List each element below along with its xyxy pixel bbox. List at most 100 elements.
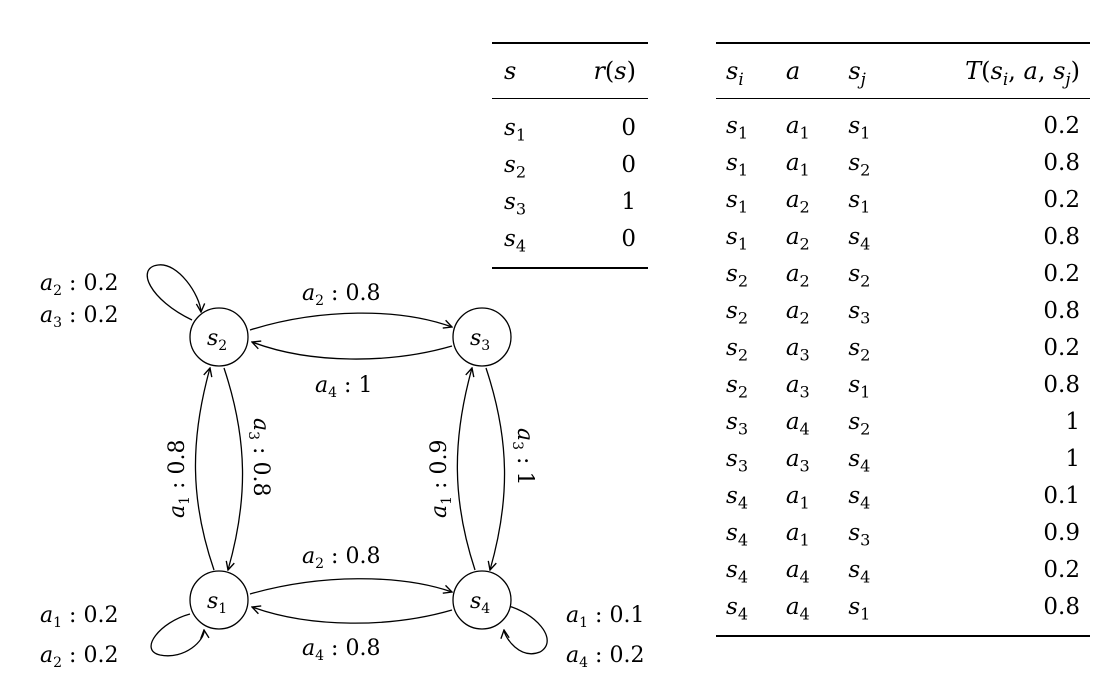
node-s2: s2	[189, 307, 249, 367]
transition-row: s3 a3 s4 1	[716, 440, 1090, 477]
transition-a-cell: a4	[785, 556, 810, 587]
label-s4-s3: a1 : 0.9	[427, 440, 455, 518]
transition-prob-cell: 1	[1065, 445, 1080, 472]
reward-state-cell: s1	[504, 114, 527, 145]
transition-row: s4 a1 s3 0.9	[716, 514, 1090, 551]
label-s4-loop-b: a4 : 0.2	[566, 643, 644, 671]
transition-prob-cell: 0.2	[1043, 112, 1080, 139]
label-s3-s4: a3 : 1	[509, 428, 537, 485]
transition-sj-cell: s3	[848, 297, 871, 328]
transition-prob-cell: 0.8	[1043, 223, 1080, 250]
transition-sj-cell: s1	[848, 186, 871, 217]
transition-row: s2 a2 s2 0.2	[716, 255, 1090, 292]
transition-prob-cell: 1	[1065, 408, 1080, 435]
transition-prob-cell: 0.8	[1043, 297, 1080, 324]
node-s1: s1	[189, 570, 249, 630]
transition-table-body: s1 a1 s1 0.2 s1 a1 s2 0.8 s1 a2 s1 0.2 s1 a2 s4 0.8 s2 a2…	[716, 99, 1090, 637]
transition-prob-cell: 0.2	[1043, 556, 1080, 583]
transition-prob-cell: 0.8	[1043, 371, 1080, 398]
transition-si-cell: s3	[726, 408, 749, 439]
edge-s4-s3	[456, 368, 476, 571]
node-s4-label: 4	[481, 601, 490, 617]
label-s1-s4: a2 : 0.8	[302, 544, 380, 572]
transition-si-cell: s1	[726, 112, 749, 143]
transition-a-cell: a4	[785, 408, 810, 439]
transition-si-cell: s2	[726, 260, 749, 291]
node-s2-label: 2	[218, 338, 227, 354]
label-s4-s1: a4 : 0.8	[302, 636, 380, 664]
transition-a-cell: a2	[785, 186, 810, 217]
transition-a-cell: a1	[785, 482, 810, 513]
trans-col-t-header: T(si, a, sj)	[898, 42, 1090, 99]
transition-sj-cell: s4	[848, 445, 871, 476]
transition-a-cell: a4	[785, 593, 810, 624]
transition-sj-cell: s2	[848, 260, 871, 291]
transition-a-cell: a1	[785, 149, 810, 180]
transition-sj-cell: s3	[848, 519, 871, 550]
transition-a-cell: a2	[785, 297, 810, 328]
s2-self-loop	[146, 264, 201, 321]
edge-s3-s4	[485, 367, 506, 570]
transition-a-cell: a1	[785, 519, 810, 550]
transition-prob-cell: 0.8	[1043, 593, 1080, 620]
transition-si-cell: s2	[726, 297, 749, 328]
transition-prob-cell: 0.1	[1043, 482, 1080, 509]
transition-sj-cell: s1	[848, 593, 871, 624]
edge-s1-s4	[249, 578, 452, 595]
transition-prob-cell: 0.2	[1043, 186, 1080, 213]
trans-col-sj-header: sj	[838, 42, 899, 99]
label-s2-loop-a: a2 : 0.2	[40, 271, 118, 299]
transition-si-cell: s1	[726, 186, 749, 217]
transition-si-cell: s1	[726, 149, 749, 180]
label-s2-s3: a2 : 0.8	[302, 281, 380, 309]
reward-value-cell: 0	[621, 225, 636, 252]
transition-sj-cell: s4	[848, 223, 871, 254]
transition-si-cell: s3	[726, 445, 749, 476]
label-s3-s2: a4 : 1	[315, 373, 372, 401]
transition-row: s1 a1 s2 0.8	[716, 144, 1090, 181]
node-s3: s3	[452, 307, 512, 367]
edge-s2-s3	[249, 312, 452, 331]
node-s1-label: 1	[218, 601, 227, 617]
transition-a-cell: a2	[785, 223, 810, 254]
reward-row: s4 0	[492, 220, 648, 268]
label-s1-loop-a: a1 : 0.2	[40, 603, 118, 631]
reward-state-cell: s2	[504, 151, 527, 182]
reward-state-cell: s4	[504, 225, 527, 256]
node-s4: s4	[452, 570, 512, 630]
reward-value-cell: 0	[621, 114, 636, 141]
transition-sj-cell: s1	[848, 112, 871, 143]
transition-prob-cell: 0.8	[1043, 149, 1080, 176]
transition-sj-cell: s2	[848, 408, 871, 439]
label-s2-loop-b: a3 : 0.2	[40, 303, 118, 331]
transition-a-cell: a3	[785, 445, 810, 476]
transition-sj-cell: s4	[848, 482, 871, 513]
reward-state-cell: s3	[504, 188, 527, 219]
transition-prob-cell: 0.9	[1043, 519, 1080, 546]
transition-sj-cell: s2	[848, 149, 871, 180]
transition-a-cell: a2	[785, 260, 810, 291]
label-s1-loop-b: a2 : 0.2	[40, 643, 118, 671]
reward-col-state-header: s	[492, 42, 556, 99]
edge-s4-s1	[252, 607, 453, 624]
label-s2-s1: a3 : 0.8	[245, 418, 273, 496]
transition-sj-cell: s4	[848, 556, 871, 587]
transition-si-cell: s4	[726, 519, 749, 550]
transition-si-cell: s2	[726, 334, 749, 365]
label-s4-loop-a: a1 : 0.1	[566, 603, 644, 631]
transition-prob-cell: 0.2	[1043, 334, 1080, 361]
transition-prob-cell: 0.2	[1043, 260, 1080, 287]
transition-row: s1 a2 s1 0.2	[716, 181, 1090, 218]
transition-sj-cell: s2	[848, 334, 871, 365]
transition-si-cell: s2	[726, 371, 749, 402]
transition-a-cell: a3	[785, 371, 810, 402]
